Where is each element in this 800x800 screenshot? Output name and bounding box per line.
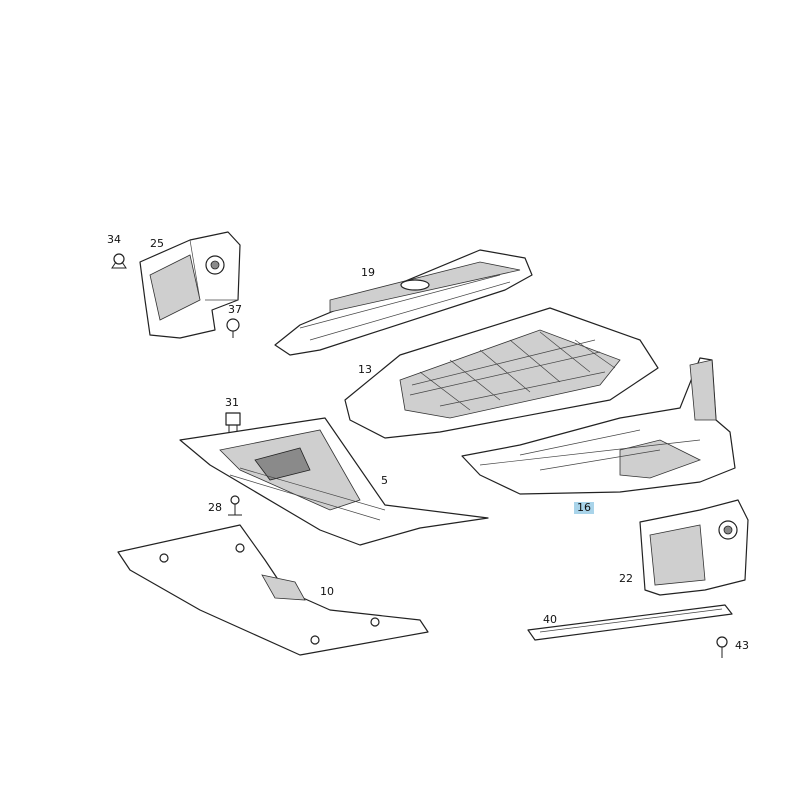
label-5: 5 [381, 474, 388, 487]
part-22-shield [639, 499, 749, 596]
part-37-screw [226, 318, 240, 338]
part-16-underbody-panel [461, 357, 736, 495]
part-34-clip [111, 253, 127, 269]
label-13: 13 [358, 363, 372, 376]
part-40-strip [527, 604, 733, 641]
label-16-highlighted[interactable]: 16 [574, 502, 594, 514]
part-31-nut [225, 412, 241, 434]
label-37: 37 [228, 303, 242, 316]
label-25: 25 [150, 237, 164, 250]
part-43-screw [716, 636, 728, 658]
label-10: 10 [320, 585, 334, 598]
part-25-shield [139, 231, 241, 339]
label-43: 43 [735, 639, 749, 652]
part-5-panel [179, 417, 489, 546]
part-28-screw [228, 495, 242, 516]
label-31: 31 [225, 396, 239, 409]
part-19-rail [274, 249, 533, 356]
part-13-grid-panel [344, 307, 659, 439]
part-10-skid-plate [117, 524, 429, 656]
label-28: 28 [208, 501, 222, 514]
label-34: 34 [107, 233, 121, 246]
label-19: 19 [361, 266, 375, 279]
label-40: 40 [543, 613, 557, 626]
label-22: 22 [619, 572, 633, 585]
